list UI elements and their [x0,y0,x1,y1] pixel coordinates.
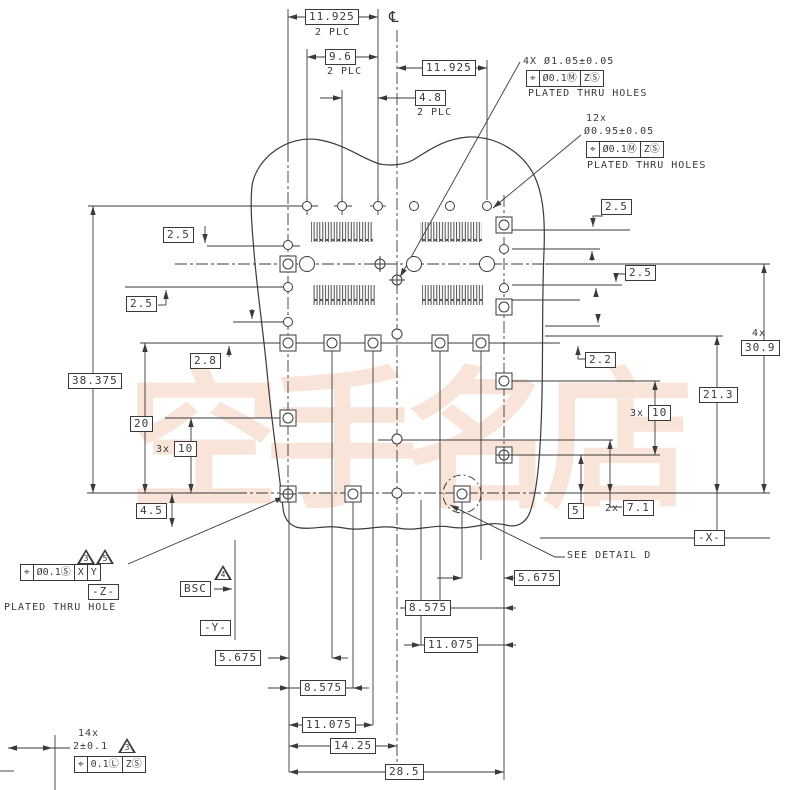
callout-4x-title: 4X Ø1.05±0.05 [523,56,615,67]
dim-22: 2.2 [585,352,616,368]
callout-4x-fcf: ⌖ Ø0.1Ⓜ ZⓈ [526,70,604,87]
leader-lines [127,61,582,592]
tolerance-value: Ø0.1Ⓢ [34,565,75,580]
callout-14x-dim: 2±0.1 [73,741,109,752]
callout-12x-qty: 12x [586,113,608,124]
dim-25-left-upper: 2.5 [163,227,194,243]
callout-4x-note: PLATED THRU HOLES [528,88,648,99]
callout-14x-qty: 14x [78,728,100,739]
bsc-label: BSC [180,581,211,597]
position-symbol: ⌖ [587,142,600,157]
flag-note-3: 3 [77,549,95,564]
dim-71-qty: 2x [605,503,620,514]
thru-holes [283,201,509,499]
datum-reference: ZⓈ [125,759,142,770]
plated-thru-hole-note: PLATED THRU HOLE [4,602,117,613]
flag-note-5: 5 [96,549,114,564]
dim-25-right-upper: 2.5 [601,199,632,215]
dim-11925-right: 11.925 [422,60,476,76]
position-symbol: ⌖ [527,71,540,86]
datum-reference: ZⓈ [643,144,660,155]
extension-lines [0,9,770,790]
datum-reference: ZⓈ [583,73,600,84]
dim-28: 2.8 [190,353,221,369]
dim-11075-right: 11.075 [424,637,478,653]
dim-5675-left: 5.675 [215,650,262,666]
dim-1425: 14.25 [330,738,377,754]
hole-crosshair-center [389,272,405,288]
dim-25-right-lower: 2.5 [625,265,656,281]
callout-12x-fcf: ⌖ Ø0.1Ⓜ ZⓈ [586,141,664,158]
dim-11925-left-qualifier: 2 PLC [315,27,351,38]
smd-pad-arrays [311,222,484,305]
dim-20: 20 [130,416,154,432]
dim-71: 7.1 [623,500,654,516]
position-symbol: ⌖ [21,565,34,580]
datum-y-label: -Y- [200,620,231,636]
dim-3x10-right-value: 10 [648,405,672,421]
dim-8575-right: 8.575 [405,600,452,616]
callout-12x-title: Ø0.95±0.05 [584,126,655,137]
datum-z-label: -Z- [88,584,119,600]
datum-x-label: -X- [694,530,725,546]
dim-48-qualifier: 2 PLC [417,107,453,118]
dim-48: 4.8 [415,90,446,106]
position-symbol: ⌖ [75,757,88,772]
dim-96: 9.6 [325,49,356,65]
centerline-symbol: ℄ [389,8,400,26]
dim-309: 30.9 [741,340,780,356]
dim-38375: 38.375 [68,373,122,389]
dim-45: 4.5 [136,503,167,519]
tolerance-value: Ø0.1Ⓜ [600,142,641,157]
part-outline [250,136,545,530]
tolerance-value: 0.1Ⓛ [88,757,123,772]
dim-5: 5 [568,503,584,519]
dim-3x10-right-qty: 3x [630,408,645,419]
dim-25-left-lower: 2.5 [126,296,157,312]
dim-11925-left: 11.925 [305,9,359,25]
dim-3x10-left-qty: 3x [156,444,171,455]
datum-primary: X [75,565,88,580]
plated-hole-fcf: ⌖ Ø0.1Ⓢ X Y [20,564,101,581]
dim-8575-left: 8.575 [300,680,347,696]
see-detail-d-note: SEE DETAIL D [567,550,652,561]
datum-secondary: Y [90,567,97,578]
callout-12x-note: PLATED THRU HOLES [587,160,707,171]
square-pads [279,216,513,503]
dim-309-qty: 4x [752,328,767,339]
callout-14x-fcf: ⌖ 0.1Ⓛ ZⓈ [74,756,146,773]
flag-note-3b: 3 [118,738,136,753]
dim-5675-right: 5.675 [514,570,561,586]
watermark-text: 空手名店 [128,353,694,530]
dim-96-qualifier: 2 PLC [327,66,363,77]
dim-213: 21.3 [699,387,738,403]
dim-285: 28.5 [385,764,424,780]
hole-crosshair [372,256,388,272]
dim-3x10-left-value: 10 [174,441,198,457]
tolerance-value: Ø0.1Ⓜ [540,71,581,86]
dim-11075-left: 11.075 [302,717,356,733]
flag-note-4: 4 [214,565,232,580]
